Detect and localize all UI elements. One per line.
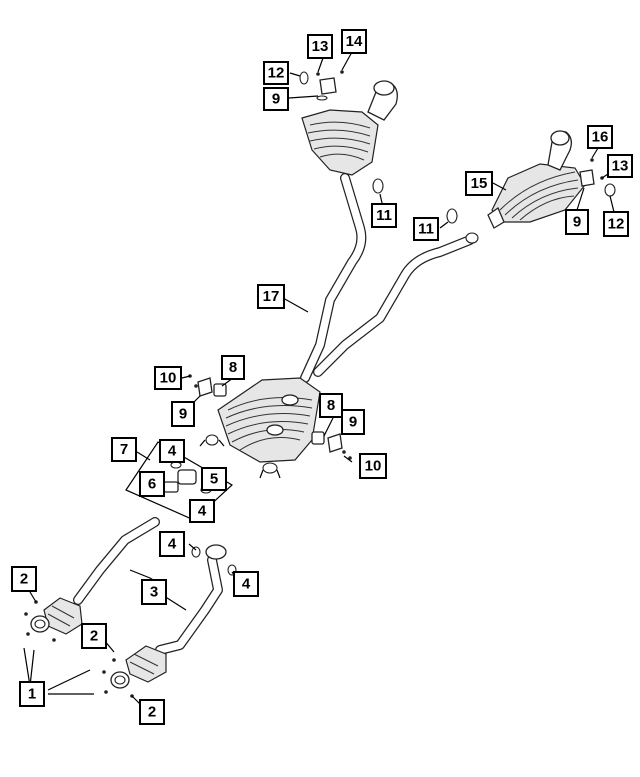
callout-4-kit-top: 4 — [159, 439, 185, 463]
svg-text:2: 2 — [20, 571, 28, 588]
svg-text:11: 11 — [418, 221, 434, 238]
svg-text:10: 10 — [160, 370, 177, 387]
svg-text:8: 8 — [229, 359, 237, 376]
callout-9-top: 9 — [263, 87, 289, 111]
svg-text:5: 5 — [210, 471, 218, 488]
callout-16: 16 — [587, 125, 613, 149]
svg-text:10: 10 — [365, 458, 382, 475]
svg-text:12: 12 — [268, 65, 285, 82]
callout-2-mid: 2 — [81, 623, 107, 649]
callout-8-left: 8 — [221, 355, 245, 380]
callout-9-right: 9 — [565, 209, 589, 235]
svg-text:9: 9 — [349, 414, 357, 431]
callout-4-kit-bottom: 4 — [189, 499, 215, 523]
hangers-and-fasteners — [24, 70, 616, 698]
callout-7: 7 — [111, 437, 137, 462]
callout-12-top: 12 — [263, 61, 289, 85]
callout-3: 3 — [141, 579, 167, 605]
callout-9-mid-left: 9 — [171, 401, 195, 427]
svg-text:4: 4 — [168, 536, 177, 553]
callout-14: 14 — [341, 29, 367, 54]
leader-lines — [23, 51, 615, 705]
callout-4-pipe-left: 4 — [159, 531, 185, 557]
exhaust-pipes — [73, 173, 475, 655]
svg-text:2: 2 — [148, 704, 156, 721]
svg-text:2: 2 — [90, 628, 98, 645]
callout-8-right: 8 — [319, 393, 343, 418]
svg-text:8: 8 — [327, 397, 335, 414]
callout-12-right: 12 — [603, 211, 629, 237]
svg-text:7: 7 — [120, 441, 128, 458]
callout-2-top-left: 2 — [11, 566, 37, 592]
svg-text:17: 17 — [263, 288, 280, 305]
center-resonator — [199, 377, 321, 479]
callout-11-right: 11 — [413, 217, 439, 241]
callout-1: 1 — [19, 681, 45, 707]
svg-text:14: 14 — [346, 33, 363, 50]
callout-5: 5 — [201, 467, 227, 491]
svg-text:1: 1 — [28, 686, 36, 703]
callout-10-right: 10 — [359, 453, 387, 479]
catalytic-converter-left — [30, 597, 83, 635]
callout-6: 6 — [139, 471, 165, 497]
callout-17: 17 — [257, 284, 285, 309]
svg-text:6: 6 — [148, 476, 156, 493]
catalytic-converter-right — [110, 645, 167, 689]
svg-text:16: 16 — [592, 129, 609, 146]
callout-13-right: 13 — [607, 154, 633, 178]
svg-text:4: 4 — [168, 443, 177, 460]
svg-text:3: 3 — [150, 584, 158, 601]
callout-15: 15 — [465, 171, 493, 196]
svg-text:4: 4 — [242, 576, 251, 593]
svg-text:9: 9 — [272, 91, 280, 108]
svg-text:12: 12 — [608, 216, 625, 233]
svg-text:4: 4 — [198, 503, 207, 520]
svg-text:9: 9 — [179, 406, 187, 423]
callout-2-bottom: 2 — [139, 699, 165, 725]
svg-text:11: 11 — [376, 207, 392, 224]
callout-13-top: 13 — [307, 34, 333, 59]
svg-text:13: 13 — [312, 38, 329, 55]
svg-text:13: 13 — [612, 158, 629, 175]
callout-4-pipe-right: 4 — [233, 571, 259, 597]
svg-text:15: 15 — [471, 175, 488, 192]
callout-9-mid-right: 9 — [341, 409, 365, 435]
rear-left-muffler — [301, 80, 398, 176]
callout-11-left: 11 — [371, 203, 397, 228]
svg-text:9: 9 — [573, 214, 581, 231]
callout-10-left: 10 — [154, 366, 182, 390]
